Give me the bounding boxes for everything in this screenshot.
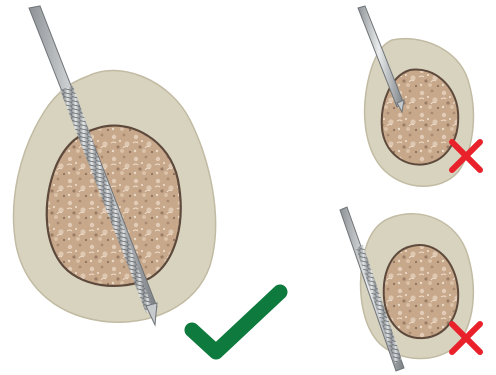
cancellous-bone-bottom (384, 245, 458, 338)
panel-wrong-top (358, 6, 480, 186)
panel-wrong-bottom (340, 207, 480, 371)
panel-correct (14, 6, 280, 352)
checkmark-icon (192, 292, 280, 352)
